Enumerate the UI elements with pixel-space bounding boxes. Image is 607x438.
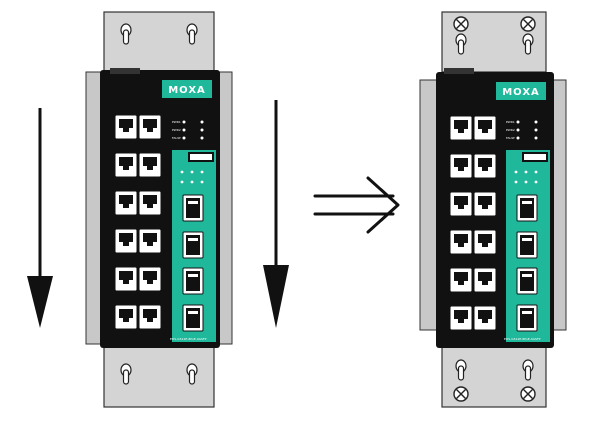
mounting-bracket-top [103,11,215,73]
screw-icon [520,16,536,32]
switch-before-mounting: MOXA PWR1 PWR2 FAULT [85,11,233,408]
switch-chassis: MOXA PWR1 PWR2 FAULT [100,68,220,348]
down-arrow-icon [263,100,289,328]
screw-icon [453,16,469,32]
switch-chassis: MOXA PWR1 PWR2 FAULT [436,68,554,348]
model-label: EDS-G512E-8PoE-4GSFP [504,337,541,341]
model-label: EDS-G512E-8PoE-4GSFP [170,337,207,341]
brand-logo: MOXA [168,85,206,96]
brand-badge [496,82,546,100]
screw-icon [520,386,536,402]
mounting-bracket-bottom [441,344,547,408]
down-arrow-icon [27,108,53,328]
led-indicators: PWR1 PWR2 FAULT [506,120,538,140]
double-right-arrow-icon [313,176,400,234]
led-label-pwr2: PWR2 [172,128,181,132]
led-label-pwr1: PWR1 [172,120,181,124]
brand-badge [162,80,212,98]
screw-icon [453,386,469,402]
led-indicators: PWR1 PWR2 FAULT [172,120,204,140]
mounting-bracket-bottom [103,344,215,408]
switch-after-mounting: MOXA PWR1 PWR2 FAULT [419,11,567,408]
led-label-pwr1: PWR1 [506,120,515,124]
led-label-fault: FAULT [506,136,515,140]
brand-logo: MOXA [502,87,540,98]
led-label-fault: FAULT [172,136,181,140]
led-label-pwr2: PWR2 [506,128,515,132]
mounting-bracket-top [441,11,547,73]
